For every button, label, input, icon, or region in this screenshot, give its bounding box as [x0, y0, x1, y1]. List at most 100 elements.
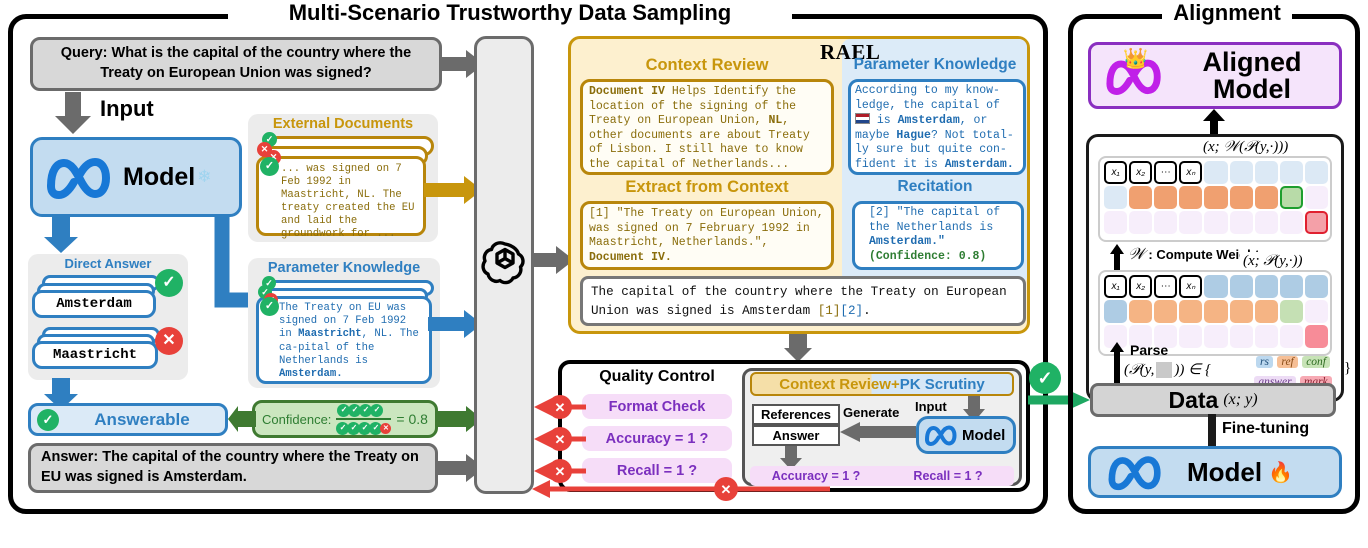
- confidence-to-answerable-arrow: [228, 406, 256, 432]
- answerable-label: Answerable: [94, 409, 190, 429]
- token-cell: [1129, 300, 1153, 323]
- qc-check-1: Accuracy = 1 ?: [582, 426, 732, 451]
- direct-answer-card-b1: Maastricht: [32, 341, 158, 369]
- token-cell: [1254, 211, 1278, 234]
- token-cell: [1279, 161, 1303, 184]
- scrutiny-input-label: Input: [915, 399, 947, 414]
- direct-answer-to-answerable-arrow: [44, 378, 78, 410]
- references-label: References: [760, 407, 832, 422]
- data-label: Data: [1168, 386, 1219, 413]
- weighted-formula: (x; 𝒲(𝒫(y,·))): [1200, 138, 1292, 156]
- rael-final-box: The capital of the country where the Tre…: [580, 276, 1026, 326]
- scrutiny-metric-0: Accuracy = 1 ?: [771, 469, 861, 483]
- token-cell: [1154, 325, 1178, 348]
- token-xn: xₙ: [1179, 275, 1203, 298]
- quality-control-title: Quality Control: [599, 368, 715, 385]
- pk-text: The Treaty on EU was signed on 7 Feb 199…: [279, 302, 419, 381]
- answerable-ok-badge: ✓: [37, 408, 59, 431]
- qc-check-2: Recall = 1 ?: [582, 458, 732, 483]
- token-cell: [1179, 211, 1203, 234]
- direct-answer-card-a1: Amsterdam: [32, 290, 156, 318]
- answerable-box: ✓ Answerable: [28, 403, 228, 436]
- token-cell: [1154, 300, 1178, 323]
- scrutiny-model-label: Model: [962, 426, 1006, 444]
- parse-tag-rs: rs: [1255, 356, 1273, 368]
- weights-to-aligned-model-arrow: [1203, 109, 1225, 137]
- data-box: Data (x; y): [1090, 383, 1336, 417]
- frozen-model-box: Model ❄: [30, 137, 242, 217]
- token-cell: [1179, 300, 1203, 323]
- confidence-from-engine-arrow: [436, 406, 482, 432]
- parse-formula-post: )) ∈ {: [1174, 362, 1211, 378]
- meta-logo-icon: [1108, 456, 1161, 491]
- conf-den-badge-no: ✕: [380, 423, 392, 434]
- token-cell: [1279, 300, 1303, 323]
- pk-ok-badge: ✓: [260, 297, 279, 316]
- openai-logo-icon: [481, 241, 525, 285]
- token-cell: [1279, 275, 1303, 298]
- crown-icon: 👑: [1123, 47, 1148, 70]
- qc-reject-badge-0: ✕: [548, 395, 572, 419]
- direct-answer-text-0: Amsterdam: [56, 296, 132, 312]
- rael-pk-text: According to my know-ledge, the capital …: [855, 84, 1014, 171]
- token-cell: [1104, 186, 1128, 209]
- conf-den-badge: ✓: [358, 421, 372, 435]
- qc-reject-badge-long: ✕: [714, 477, 738, 501]
- token-cell: [1104, 325, 1128, 348]
- external-doc-text: ... was signed on 7 Feb 1992 in Maastric…: [281, 163, 415, 240]
- parse-label: Parse: [1130, 342, 1169, 358]
- token-cell: [1229, 186, 1253, 209]
- confidence-label: Confidence:: [262, 411, 332, 427]
- token-cell: [1304, 186, 1328, 209]
- aligned-model-line2: Model: [1213, 73, 1291, 104]
- token-cell-red: [1304, 211, 1328, 234]
- parse-arrow: [1110, 342, 1124, 386]
- token-cell: [1279, 211, 1303, 234]
- qc-reject-arrow-long: [532, 480, 830, 498]
- parse-formula-pre: (𝒫(y,: [1124, 361, 1155, 378]
- generate-arrow: [840, 422, 916, 442]
- scrutiny-metrics-bar: Accuracy = 1 ? Recall = 1 ?: [750, 466, 1014, 486]
- confidence-numerator: ✓✓✓✓: [336, 403, 392, 420]
- engine-to-rael-arrow: [532, 246, 574, 274]
- rael-ref-2: [2]: [840, 303, 864, 318]
- parse-formula-end: }: [1344, 360, 1352, 376]
- compute-weight-arrow: [1110, 244, 1124, 280]
- token-cell: [1204, 275, 1228, 298]
- answer-small-box: Answer: [752, 425, 840, 446]
- token-cell: [1154, 211, 1178, 234]
- alignment-panel-title: Alignment: [1162, 0, 1292, 26]
- rael-title: RAEL: [820, 40, 881, 64]
- token-cell-green: [1279, 186, 1303, 209]
- token-cell: [1129, 325, 1153, 348]
- token-cell: [1229, 211, 1253, 234]
- sampling-panel-title: Multi-Scenario Trustworthy Data Sampling: [228, 0, 792, 26]
- conf-den-badge: ✓: [369, 421, 383, 435]
- compute-weight-label: 𝒲 : Compute Weight: [1128, 246, 1260, 263]
- data-formula: (x; y): [1223, 391, 1258, 408]
- netherlands-flag-icon: [855, 113, 870, 125]
- raw-formula: (x; 𝒫(y,·)): [1240, 252, 1306, 270]
- answer-box: Answer: The capital of the country where…: [28, 443, 438, 493]
- model-to-direct-answer-arrow: [44, 217, 78, 253]
- token-cell: [1229, 300, 1253, 323]
- token-xn: xₙ: [1179, 161, 1203, 184]
- input-arrow: [55, 92, 91, 134]
- scrutiny-model-box: Model: [916, 416, 1016, 454]
- token-cell: [1204, 186, 1228, 209]
- token-cell: [1254, 325, 1278, 348]
- token-cell: [1229, 325, 1253, 348]
- direct-answer-ok-badge: ✓: [155, 269, 183, 297]
- token-cell: [1229, 161, 1253, 184]
- compute-weight-text: : Compute Weight: [1148, 247, 1260, 262]
- token-cell: [1104, 211, 1128, 234]
- scrutiny-metric-1: Recall = 1 ?: [913, 469, 983, 483]
- token-cell: [1304, 275, 1328, 298]
- token-x1: x₁: [1104, 275, 1128, 298]
- query-text: Query: What is the capital of the countr…: [60, 45, 412, 81]
- aligned-model-box: 👑 Aligned Model: [1088, 42, 1342, 109]
- pk-stack-1: The Treaty on EU was signed on 7 Feb 199…: [256, 296, 432, 384]
- pk-title: Parameter Knowledge: [267, 260, 421, 276]
- parse-formula: (𝒫(y, )) ∈ {: [1124, 360, 1211, 379]
- rael-ref-1: [1]: [817, 303, 841, 318]
